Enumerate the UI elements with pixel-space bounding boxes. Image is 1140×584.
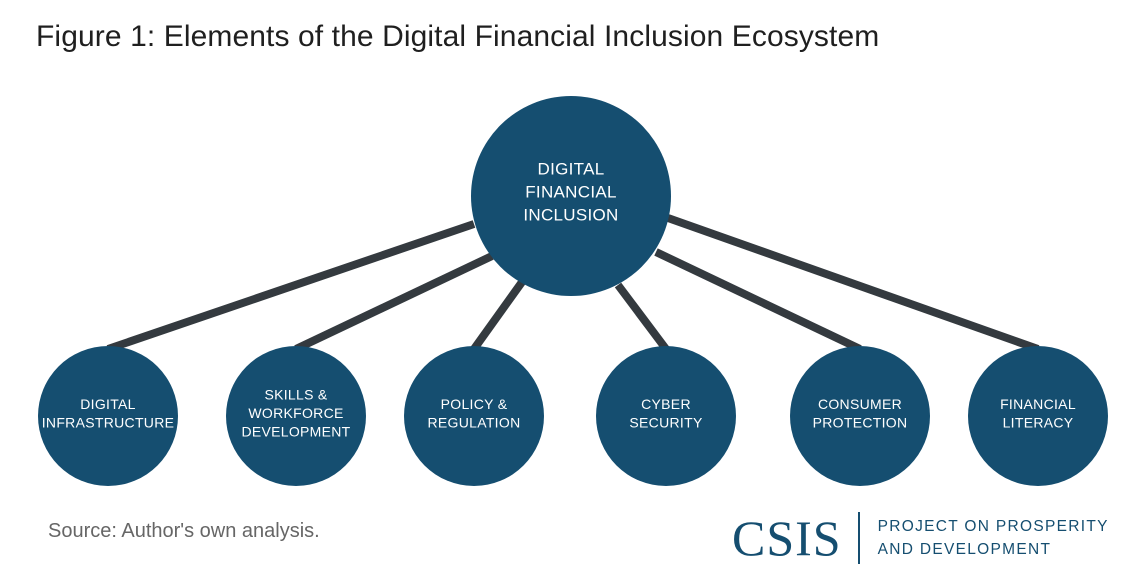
logo-line-1: PROJECT ON PROSPERITY: [877, 518, 1109, 535]
element-label-line: REGULATION: [428, 414, 521, 430]
element-circle: [596, 346, 736, 486]
connector-line: [294, 252, 494, 353]
element-label-line: INFRASTRUCTURE: [42, 414, 175, 430]
element-label-line: CYBER: [641, 396, 691, 412]
element-label-line: DEVELOPMENT: [241, 424, 350, 440]
element-circle: [38, 346, 178, 486]
figure-title: Figure 1: Elements of the Digital Financ…: [36, 20, 880, 53]
connector-line: [614, 282, 670, 352]
element-circle: [404, 346, 544, 486]
element-label-line: SECURITY: [629, 414, 703, 430]
element-label-line: POLICY &: [441, 396, 508, 412]
diagram-nodes: DIGITAL FINANCIAL INCLUSION DIGITAL INFRASTR…: [38, 96, 1108, 486]
element-node: FINANCIAL LITERACY: [968, 346, 1108, 486]
hub-label-line: FINANCIAL: [525, 183, 617, 202]
hub-node: DIGITAL FINANCIAL INCLUSION: [471, 96, 671, 296]
connector-line: [654, 248, 862, 353]
hub-label-line: DIGITAL: [538, 160, 605, 179]
csis-logo: CSIS PROJECT ON PROSPERITY AND DEVELOPME…: [732, 510, 1109, 566]
element-label-line: WORKFORCE: [248, 405, 343, 421]
connector-lines: [106, 214, 1040, 353]
element-node: CONSUMER PROTECTION: [790, 346, 930, 486]
element-node: POLICY & REGULATION: [404, 346, 544, 486]
element-label-line: FINANCIAL: [1000, 396, 1076, 412]
element-label-line: LITERACY: [1003, 414, 1074, 430]
hub-circle: [471, 96, 671, 296]
connector-line: [106, 220, 476, 353]
source-note: Source: Author's own analysis.: [48, 520, 320, 542]
element-node: CYBER SECURITY: [596, 346, 736, 486]
element-circle: [968, 346, 1108, 486]
element-label-line: SKILLS &: [264, 387, 327, 403]
connector-line: [470, 279, 526, 352]
element-label-line: DIGITAL: [80, 396, 136, 412]
connector-line: [666, 214, 1040, 353]
element-label-line: CONSUMER: [818, 396, 902, 412]
element-circle: [226, 346, 366, 486]
logo-line-2: AND DEVELOPMENT: [877, 541, 1052, 558]
element-node: SKILLS & WORKFORCE DEVELOPMENT: [226, 346, 366, 486]
logo-program-name: PROJECT ON PROSPERITY AND DEVELOPMENT: [878, 515, 1109, 561]
csis-wordmark: CSIS: [732, 510, 842, 566]
element-circle: [790, 346, 930, 486]
hub-label-line: INCLUSION: [523, 206, 618, 225]
logo-divider: [857, 512, 860, 564]
element-label-line: PROTECTION: [813, 414, 908, 430]
element-node: DIGITAL INFRASTRUCTURE: [38, 346, 178, 486]
